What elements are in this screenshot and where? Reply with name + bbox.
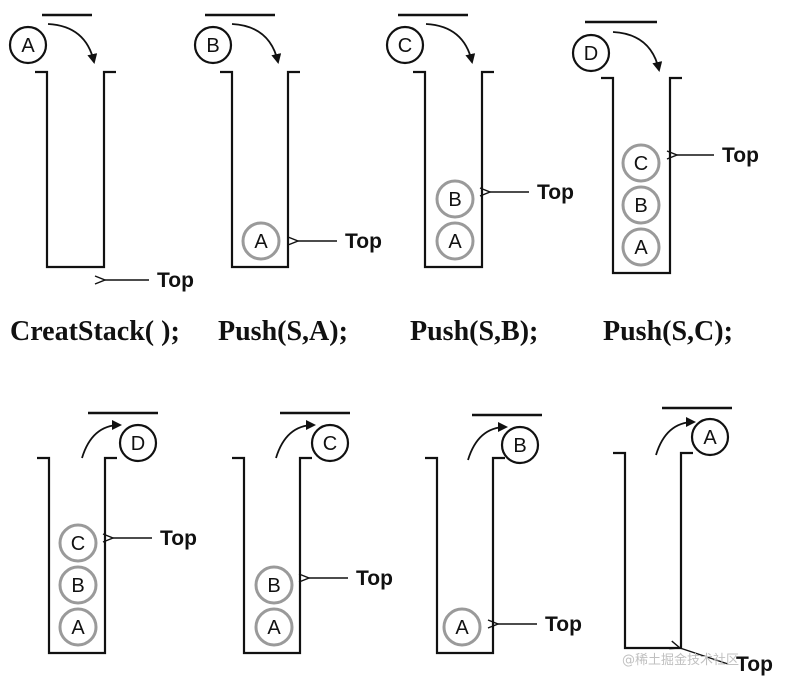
top-label: Top	[356, 567, 393, 590]
stack-container	[232, 456, 312, 655]
stack-container	[613, 451, 693, 650]
moving-element: B	[500, 425, 540, 465]
top-row-panel-4: D ABC Top	[571, 20, 759, 275]
stack-container	[413, 70, 494, 269]
top-pointer-arrow	[680, 648, 729, 665]
ball-letter: A	[254, 231, 268, 253]
stack-item-A: A	[442, 607, 482, 647]
top-label: Top	[545, 613, 582, 636]
stack-item-A: A	[621, 227, 661, 267]
operation-label-4: Push(S,C);	[603, 316, 733, 347]
moving-element: D	[118, 423, 158, 463]
bottom-row-panel-4: A Top	[613, 406, 773, 676]
curved-arrow	[47, 23, 98, 64]
ball-letter: C	[398, 35, 412, 57]
ball-letter: B	[206, 35, 219, 57]
stack-item-B: B	[621, 185, 661, 225]
ball-letter: B	[634, 195, 647, 217]
ball-circle	[621, 185, 661, 225]
stack-item-A: A	[241, 221, 281, 261]
curved-arrow	[231, 23, 282, 64]
stack-container	[601, 76, 682, 275]
moving-element: C	[310, 423, 350, 463]
curved-arrow	[655, 417, 696, 456]
ball-circle	[58, 565, 98, 605]
ball-letter: A	[455, 617, 469, 639]
ball-circle	[254, 607, 294, 647]
ball-circle	[58, 523, 98, 563]
ball-letter: A	[21, 35, 35, 57]
top-row-panel-3: C AB Top	[385, 13, 574, 269]
ball-letter: D	[584, 43, 598, 65]
operation-label-2: Push(S,A);	[218, 316, 348, 347]
ball-letter: B	[267, 575, 280, 597]
ball-circle	[442, 607, 482, 647]
curved-arrow	[612, 31, 663, 72]
ball-circle	[241, 221, 281, 261]
ball-letter: A	[634, 237, 648, 259]
stack-item-A: A	[254, 607, 294, 647]
stack-item-B: B	[254, 565, 294, 605]
stack-container	[35, 70, 116, 269]
ball-letter: A	[448, 231, 462, 253]
stack-item-B: B	[58, 565, 98, 605]
top-label: Top	[157, 269, 194, 292]
stack-container	[37, 456, 117, 655]
ball-circle	[118, 423, 158, 463]
ball-circle	[621, 227, 661, 267]
ball-circle	[310, 423, 350, 463]
top-label: Top	[722, 144, 759, 167]
stack-item-A: A	[435, 221, 475, 261]
moving-element: A	[690, 417, 730, 457]
curved-arrow	[81, 420, 122, 459]
watermark: @稀土掘金技术社区	[622, 652, 739, 668]
ball-letter: C	[71, 533, 85, 555]
bottom-row-panel-2: C AB Top	[232, 411, 393, 655]
stack-item-C: C	[621, 143, 661, 183]
ball-circle	[571, 33, 611, 73]
ball-letter: A	[703, 427, 717, 449]
ball-letter: B	[71, 575, 84, 597]
curved-arrow	[425, 23, 476, 64]
operation-label-1: CreatStack( );	[10, 316, 180, 347]
top-label: Top	[537, 181, 574, 204]
top-row-panel-1: A Top	[8, 13, 194, 292]
ball-letter: C	[634, 153, 648, 175]
top-label: Top	[345, 230, 382, 253]
ball-letter: B	[448, 189, 461, 211]
moving-element: A	[8, 25, 48, 65]
ball-letter: B	[513, 435, 526, 457]
ball-circle	[385, 25, 425, 65]
curved-arrow	[467, 422, 508, 461]
ball-circle	[435, 221, 475, 261]
ball-circle	[690, 417, 730, 457]
stack-container	[425, 456, 505, 655]
ball-letter: A	[71, 617, 85, 639]
top-row-panel-2: B A Top	[193, 13, 382, 269]
ball-circle	[8, 25, 48, 65]
ball-circle	[621, 143, 661, 183]
bottom-row-panel-1: D ABC Top	[37, 411, 197, 655]
curved-arrow	[275, 420, 316, 459]
ball-letter: A	[267, 617, 281, 639]
ball-circle	[500, 425, 540, 465]
stack-item-B: B	[435, 179, 475, 219]
moving-element: C	[385, 25, 425, 65]
ball-circle	[58, 607, 98, 647]
top-label: Top	[160, 527, 197, 550]
stack-item-C: C	[58, 523, 98, 563]
moving-element: B	[193, 25, 233, 65]
stack-container	[220, 70, 300, 269]
ball-circle	[193, 25, 233, 65]
ball-letter: D	[131, 433, 145, 455]
ball-circle	[435, 179, 475, 219]
moving-element: D	[571, 33, 611, 73]
ball-letter: C	[323, 433, 337, 455]
bottom-row-panel-3: B A Top	[425, 413, 582, 655]
operation-label-3: Push(S,B);	[410, 316, 538, 347]
top-label: Top	[736, 653, 773, 676]
ball-circle	[254, 565, 294, 605]
stack-item-A: A	[58, 607, 98, 647]
